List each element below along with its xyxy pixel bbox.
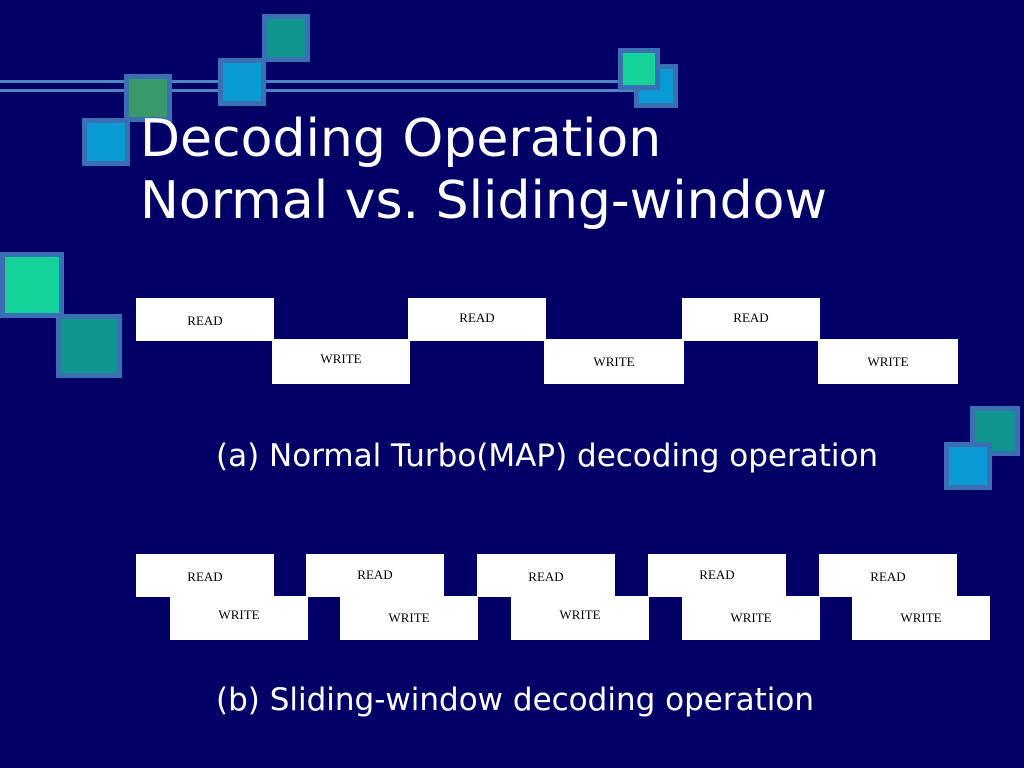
caption-b: (b) Sliding-window decoding operation: [216, 682, 814, 718]
title-line-1: Decoding Operation: [140, 109, 662, 169]
read-label: READ: [459, 309, 495, 325]
write-label: WRITE: [593, 353, 635, 369]
decor-square: [970, 406, 1020, 456]
read-block: READ: [682, 298, 820, 341]
write-block: WRITE: [170, 596, 308, 640]
read-label: READ: [187, 312, 223, 328]
read-label: READ: [357, 566, 393, 582]
write-label: WRITE: [559, 607, 601, 622]
write-block: WRITE: [682, 596, 820, 640]
read-block: READ: [648, 554, 786, 597]
write-label: WRITE: [867, 353, 909, 369]
caption-a: (a) Normal Turbo(MAP) decoding operation: [216, 438, 879, 474]
read-block: READ: [136, 554, 274, 597]
decor-square: [56, 314, 122, 378]
write-label: WRITE: [900, 610, 942, 625]
write-block: WRITE: [340, 596, 478, 640]
decor-square: [124, 74, 172, 122]
slide-title: Decoding Operation Normal vs. Sliding-wi…: [140, 108, 827, 232]
decor-square: [218, 58, 266, 106]
write-label: WRITE: [320, 350, 362, 366]
read-label: READ: [870, 568, 906, 584]
decor-line-bottom: [0, 89, 660, 92]
write-label: WRITE: [730, 610, 772, 625]
write-label: WRITE: [388, 610, 430, 625]
write-block: WRITE: [852, 596, 990, 640]
decor-square: [262, 14, 310, 62]
write-block: WRITE: [818, 339, 958, 384]
decor-square: [82, 118, 130, 166]
write-block: WRITE: [272, 339, 410, 384]
read-label: READ: [528, 568, 564, 584]
read-block: READ: [819, 554, 957, 597]
read-label: READ: [733, 309, 769, 325]
read-block: READ: [136, 298, 274, 341]
write-block: WRITE: [544, 339, 684, 384]
read-block: READ: [306, 554, 444, 597]
read-block: READ: [477, 554, 615, 597]
decor-square: [0, 252, 64, 318]
read-label: READ: [699, 566, 735, 582]
decor-square: [944, 442, 992, 490]
read-block: READ: [408, 298, 546, 341]
title-line-2: Normal vs. Sliding-window: [140, 171, 827, 231]
write-block: WRITE: [511, 596, 649, 640]
decor-square: [618, 48, 660, 90]
read-label: READ: [187, 568, 223, 584]
decor-line-top: [0, 80, 660, 83]
write-label: WRITE: [218, 607, 260, 622]
